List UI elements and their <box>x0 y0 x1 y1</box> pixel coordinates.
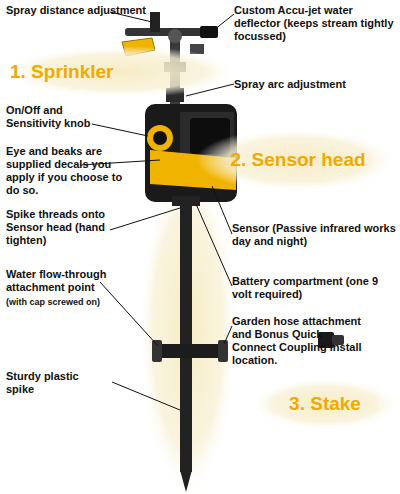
part-heading: 1. Sprinkler <box>10 61 114 83</box>
glow-band: 2. Sensor head <box>196 128 400 192</box>
callout-label: (with cap screwed on) <box>6 297 136 308</box>
callout-label: Spray arc adjustment <box>234 78 399 91</box>
part-heading: 2. Sensor head <box>230 149 365 171</box>
callout-label: Spike threads onto Sensor head (hand tig… <box>6 208 131 247</box>
part-heading: 3. Stake <box>289 393 361 415</box>
glow-band: 1. Sprinkler <box>0 46 240 98</box>
stake-glow <box>138 160 238 494</box>
callout-label: Battery compartment (one 9 volt required… <box>232 275 398 301</box>
callout-label: Custom Accu-jet water deflector (keeps s… <box>234 4 399 43</box>
callout-label: On/Off and Sensitivity knob <box>6 104 116 130</box>
stake <box>152 204 228 492</box>
glow-shape <box>250 378 400 430</box>
callout-label: Water flow-through attachment point <box>6 268 136 294</box>
callout-label: Spray distance adjustment <box>6 4 206 17</box>
callout-label: Sensor (Passive infrared works day and n… <box>232 222 398 248</box>
glow-shape <box>0 46 240 98</box>
glow-shape <box>196 128 400 192</box>
callout-label: Sturdy plastic spike <box>6 370 101 396</box>
glow-band: 3. Stake <box>250 378 400 430</box>
callout-label: Eye and beaks are supplied decals you ap… <box>6 145 136 197</box>
callout-label: Garden hose attachment and Bonus Quick C… <box>232 315 367 367</box>
